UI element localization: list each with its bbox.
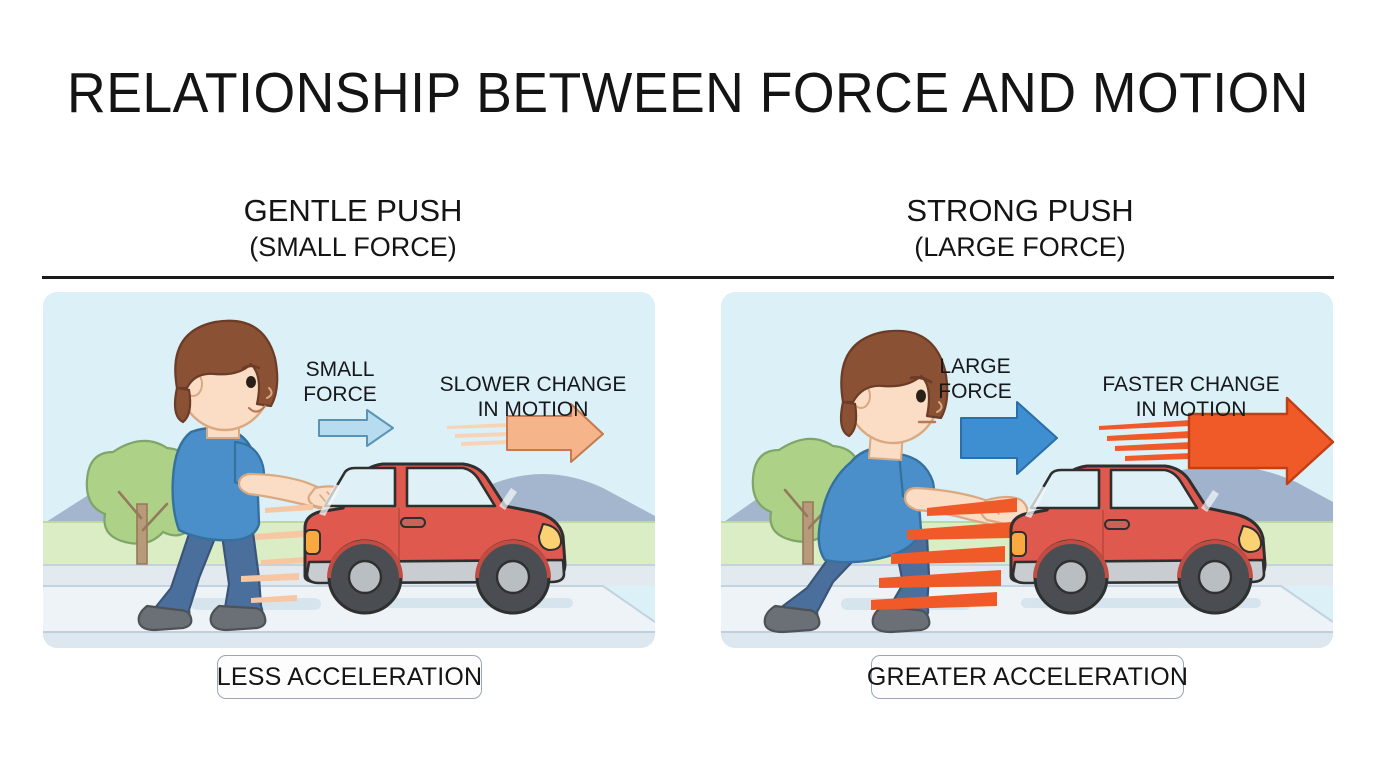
column-heading-strong-sub: (LARGE FORCE) xyxy=(914,232,1126,262)
tree-branches xyxy=(117,490,169,532)
nose xyxy=(266,387,273,399)
caption-text-greater-acceleration: GREATER ACCELERATION xyxy=(866,662,1189,691)
caption-text-less-acceleration: LESS ACCELERATION xyxy=(216,662,483,691)
hair xyxy=(174,319,279,408)
door-handle xyxy=(400,517,426,528)
head-light xyxy=(1237,524,1263,554)
force-label-strong: LARGE FORCE xyxy=(920,354,1030,404)
eyebrow xyxy=(241,364,261,370)
car-window-front xyxy=(1109,468,1199,510)
motion-arrow-slower xyxy=(447,403,604,463)
hubcap-front xyxy=(495,559,531,595)
force-arrow-large xyxy=(960,401,1058,475)
ground-slab-front xyxy=(43,632,655,648)
hair xyxy=(840,329,949,420)
arch-front xyxy=(1177,540,1253,579)
force-label-strong-line2: FORCE xyxy=(938,380,1012,403)
pillar-highlight xyxy=(319,484,341,516)
arch-front xyxy=(475,540,551,579)
motion-label-gentle-line1: SLOWER CHANGE xyxy=(439,373,627,396)
hair-side xyxy=(173,386,192,424)
shoe-front xyxy=(871,604,931,634)
scene-gentle: SMALL FORCE SLOWER CHANGE IN MOTION xyxy=(43,292,655,648)
car-strong xyxy=(1009,464,1267,615)
shoe-back xyxy=(763,604,821,634)
eye xyxy=(916,389,926,403)
force-arrow-small xyxy=(318,409,394,447)
eye xyxy=(246,376,256,388)
speed-lines-strong xyxy=(871,498,1017,610)
column-heading-strong-main: STRONG PUSH xyxy=(906,193,1134,228)
car-window-rear xyxy=(323,466,397,508)
tail-light xyxy=(304,529,321,555)
scene-background-strong xyxy=(721,292,1333,648)
motion-label-gentle-line2: IN MOTION xyxy=(477,398,589,421)
column-heading-gentle: GENTLE PUSH (SMALL FORCE) xyxy=(43,192,663,264)
caption-box-greater-acceleration: GREATER ACCELERATION xyxy=(867,655,1188,699)
nose xyxy=(936,401,943,413)
force-label-gentle-line2: FORCE xyxy=(303,383,377,406)
windshield-highlight xyxy=(499,488,517,510)
mouth-smile xyxy=(247,404,267,413)
caption-box-less-acceleration: LESS ACCELERATION xyxy=(217,655,482,699)
tree-trunk xyxy=(802,501,814,565)
arch-rear xyxy=(327,540,403,579)
windshield-highlight xyxy=(1201,490,1219,512)
force-label-gentle-line1: SMALL xyxy=(305,358,375,381)
force-label-gentle: SMALL FORCE xyxy=(285,357,395,407)
speed-lines-gentle xyxy=(241,504,313,603)
shoe-front xyxy=(209,604,267,632)
person-gentle xyxy=(137,319,352,632)
motion-label-strong-line1: FASTER CHANGE xyxy=(1102,373,1280,396)
scene-background-gentle xyxy=(43,292,655,648)
hubcap-rear xyxy=(1053,559,1089,595)
door-handle xyxy=(1104,519,1130,530)
column-heading-strong: STRONG PUSH (LARGE FORCE) xyxy=(710,192,1330,264)
pillar-highlight xyxy=(1025,486,1047,518)
motion-label-strong-line2: IN MOTION xyxy=(1135,398,1247,421)
shoe-back xyxy=(137,604,193,632)
motion-label-strong: FASTER CHANGE IN MOTION xyxy=(1071,372,1311,422)
page-title: RELATIONSHIP BETWEEN FORCE AND MOTION xyxy=(67,61,1309,125)
eyebrow-determined xyxy=(909,376,933,384)
car-window-front xyxy=(405,466,497,508)
column-heading-gentle-main: GENTLE PUSH xyxy=(243,193,463,228)
tree-trunk xyxy=(136,503,148,565)
hair-side xyxy=(839,400,858,438)
car-gentle xyxy=(303,462,567,615)
tail-light xyxy=(1010,531,1027,557)
illustration-panel-gentle: SMALL FORCE SLOWER CHANGE IN MOTION xyxy=(43,292,655,648)
hubcap-rear xyxy=(347,559,383,595)
motion-label-gentle: SLOWER CHANGE IN MOTION xyxy=(413,372,653,422)
force-label-strong-line1: LARGE xyxy=(939,355,1011,378)
motion-arrow-faster xyxy=(1099,396,1335,486)
scene-strong: LARGE FORCE FASTER CHANGE IN MOTION xyxy=(721,292,1335,648)
arch-rear xyxy=(1033,540,1109,579)
head-light xyxy=(537,522,563,552)
column-heading-gentle-sub: (SMALL FORCE) xyxy=(249,232,457,262)
car-window-rear xyxy=(1029,468,1101,510)
section-divider xyxy=(42,276,1334,279)
illustration-panel-strong: LARGE FORCE FASTER CHANGE IN MOTION xyxy=(721,292,1335,648)
hubcap-front xyxy=(1197,559,1233,595)
ground-slab-front xyxy=(721,632,1333,648)
